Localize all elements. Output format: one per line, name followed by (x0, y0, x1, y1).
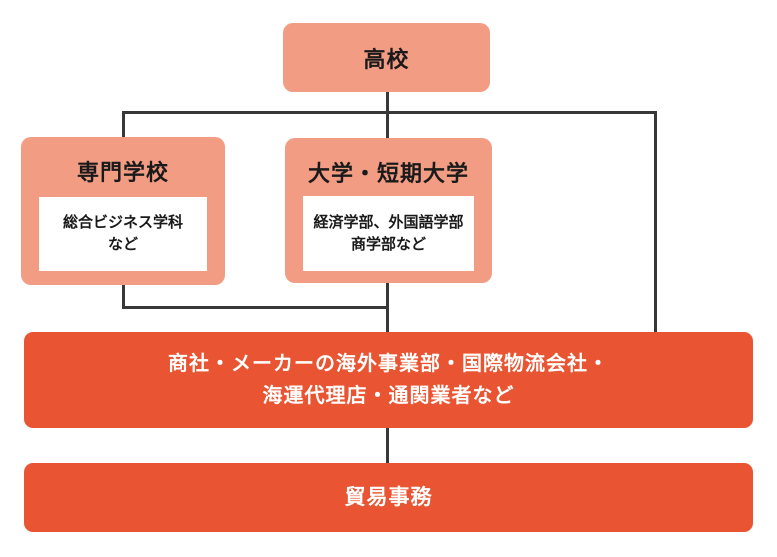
university-title: 大学・短期大学 (307, 161, 469, 186)
connector-university-down (386, 283, 389, 332)
university-detail-box: 経済学部、外国語学部 商学部など (303, 196, 474, 271)
university-detail-line2: 商学部など (350, 235, 426, 253)
node-employers: 商社・メーカーの海外事業部・国際物流会社・ 海運代理店・通関業者など (24, 332, 753, 428)
employers-label-line1: 商社・メーカーの海外事業部・国際物流会社・ (168, 353, 609, 375)
connector-highschool-down (386, 91, 389, 138)
university-detail-line1: 経済学部、外国語学部 (313, 213, 464, 231)
vocational-detail-box: 総合ビジネス学科 など (39, 197, 207, 271)
employers-label-line2: 海運代理店・通関業者など (262, 385, 515, 407)
vocational-title: 専門学校 (76, 160, 169, 185)
connector-top-horizontal (122, 111, 657, 114)
highschool-label: 高校 (363, 46, 410, 72)
connector-bottom-horizontal (122, 306, 389, 309)
connector-employers-to-job (386, 428, 389, 463)
job-label: 貿易事務 (344, 485, 433, 509)
node-job-trade-clerk: 貿易事務 (24, 463, 753, 532)
connector-vocational-down (122, 285, 125, 309)
node-vocational-school: 専門学校 総合ビジネス学科 など (21, 137, 225, 285)
vocational-detail-line2: など (107, 236, 138, 253)
node-university: 大学・短期大学 経済学部、外国語学部 商学部など (285, 138, 492, 283)
connector-right-drop-employers (654, 111, 657, 332)
connector-left-drop-vocational (122, 111, 125, 138)
node-highschool: 高校 (283, 23, 490, 92)
vocational-detail-line1: 総合ビジネス学科 (62, 214, 183, 231)
